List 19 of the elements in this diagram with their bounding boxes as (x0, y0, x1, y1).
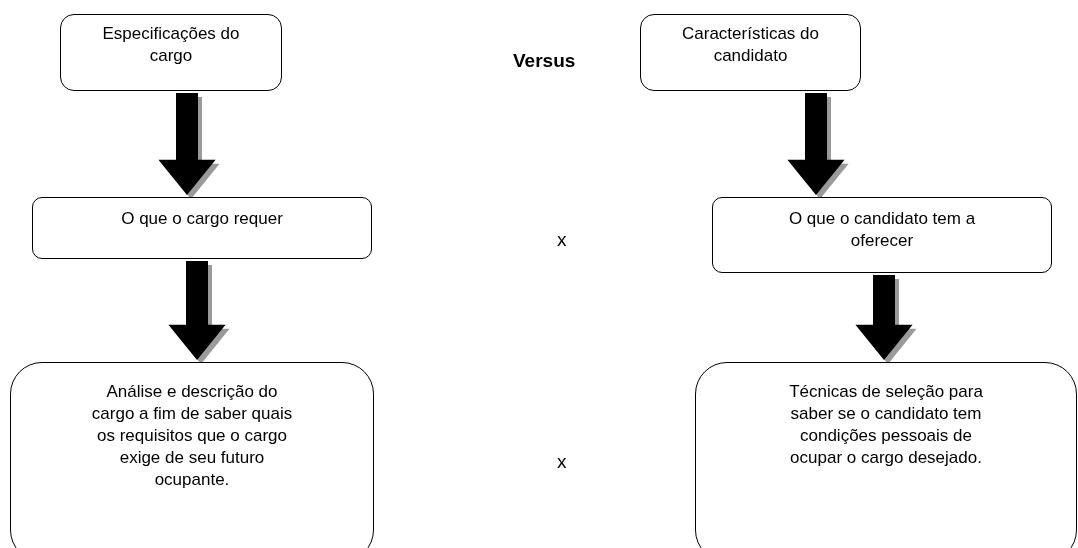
rounded-box (695, 362, 1077, 548)
box-text: Análise e descrição do cargo a fim de saber quais os requisitos que o cargo exige de seu futuro ocupante. (90, 381, 294, 491)
box-text: O que o candidato tem a oferecer (787, 208, 977, 252)
rounded-box (32, 197, 372, 259)
rounded-box (640, 14, 861, 91)
times-sign: x (557, 451, 567, 473)
block-arrow (787, 93, 845, 195)
box-text: Características do candidato (681, 23, 820, 67)
rounded-box (10, 362, 374, 548)
rounded-box (60, 14, 282, 91)
box-text: Técnicas de seleção para saber se o candidato tem condições pessoais de ocupar o cargo desejado. (788, 381, 984, 469)
box-text: Especificações do cargo (101, 23, 241, 67)
block-arrow (158, 93, 216, 195)
block-arrow (855, 275, 913, 360)
block-arrow (168, 261, 226, 360)
times-sign: x (557, 229, 567, 251)
rounded-box (712, 197, 1052, 273)
versus-label: Versus (513, 50, 576, 72)
box-text: O que o cargo requer (121, 208, 283, 230)
